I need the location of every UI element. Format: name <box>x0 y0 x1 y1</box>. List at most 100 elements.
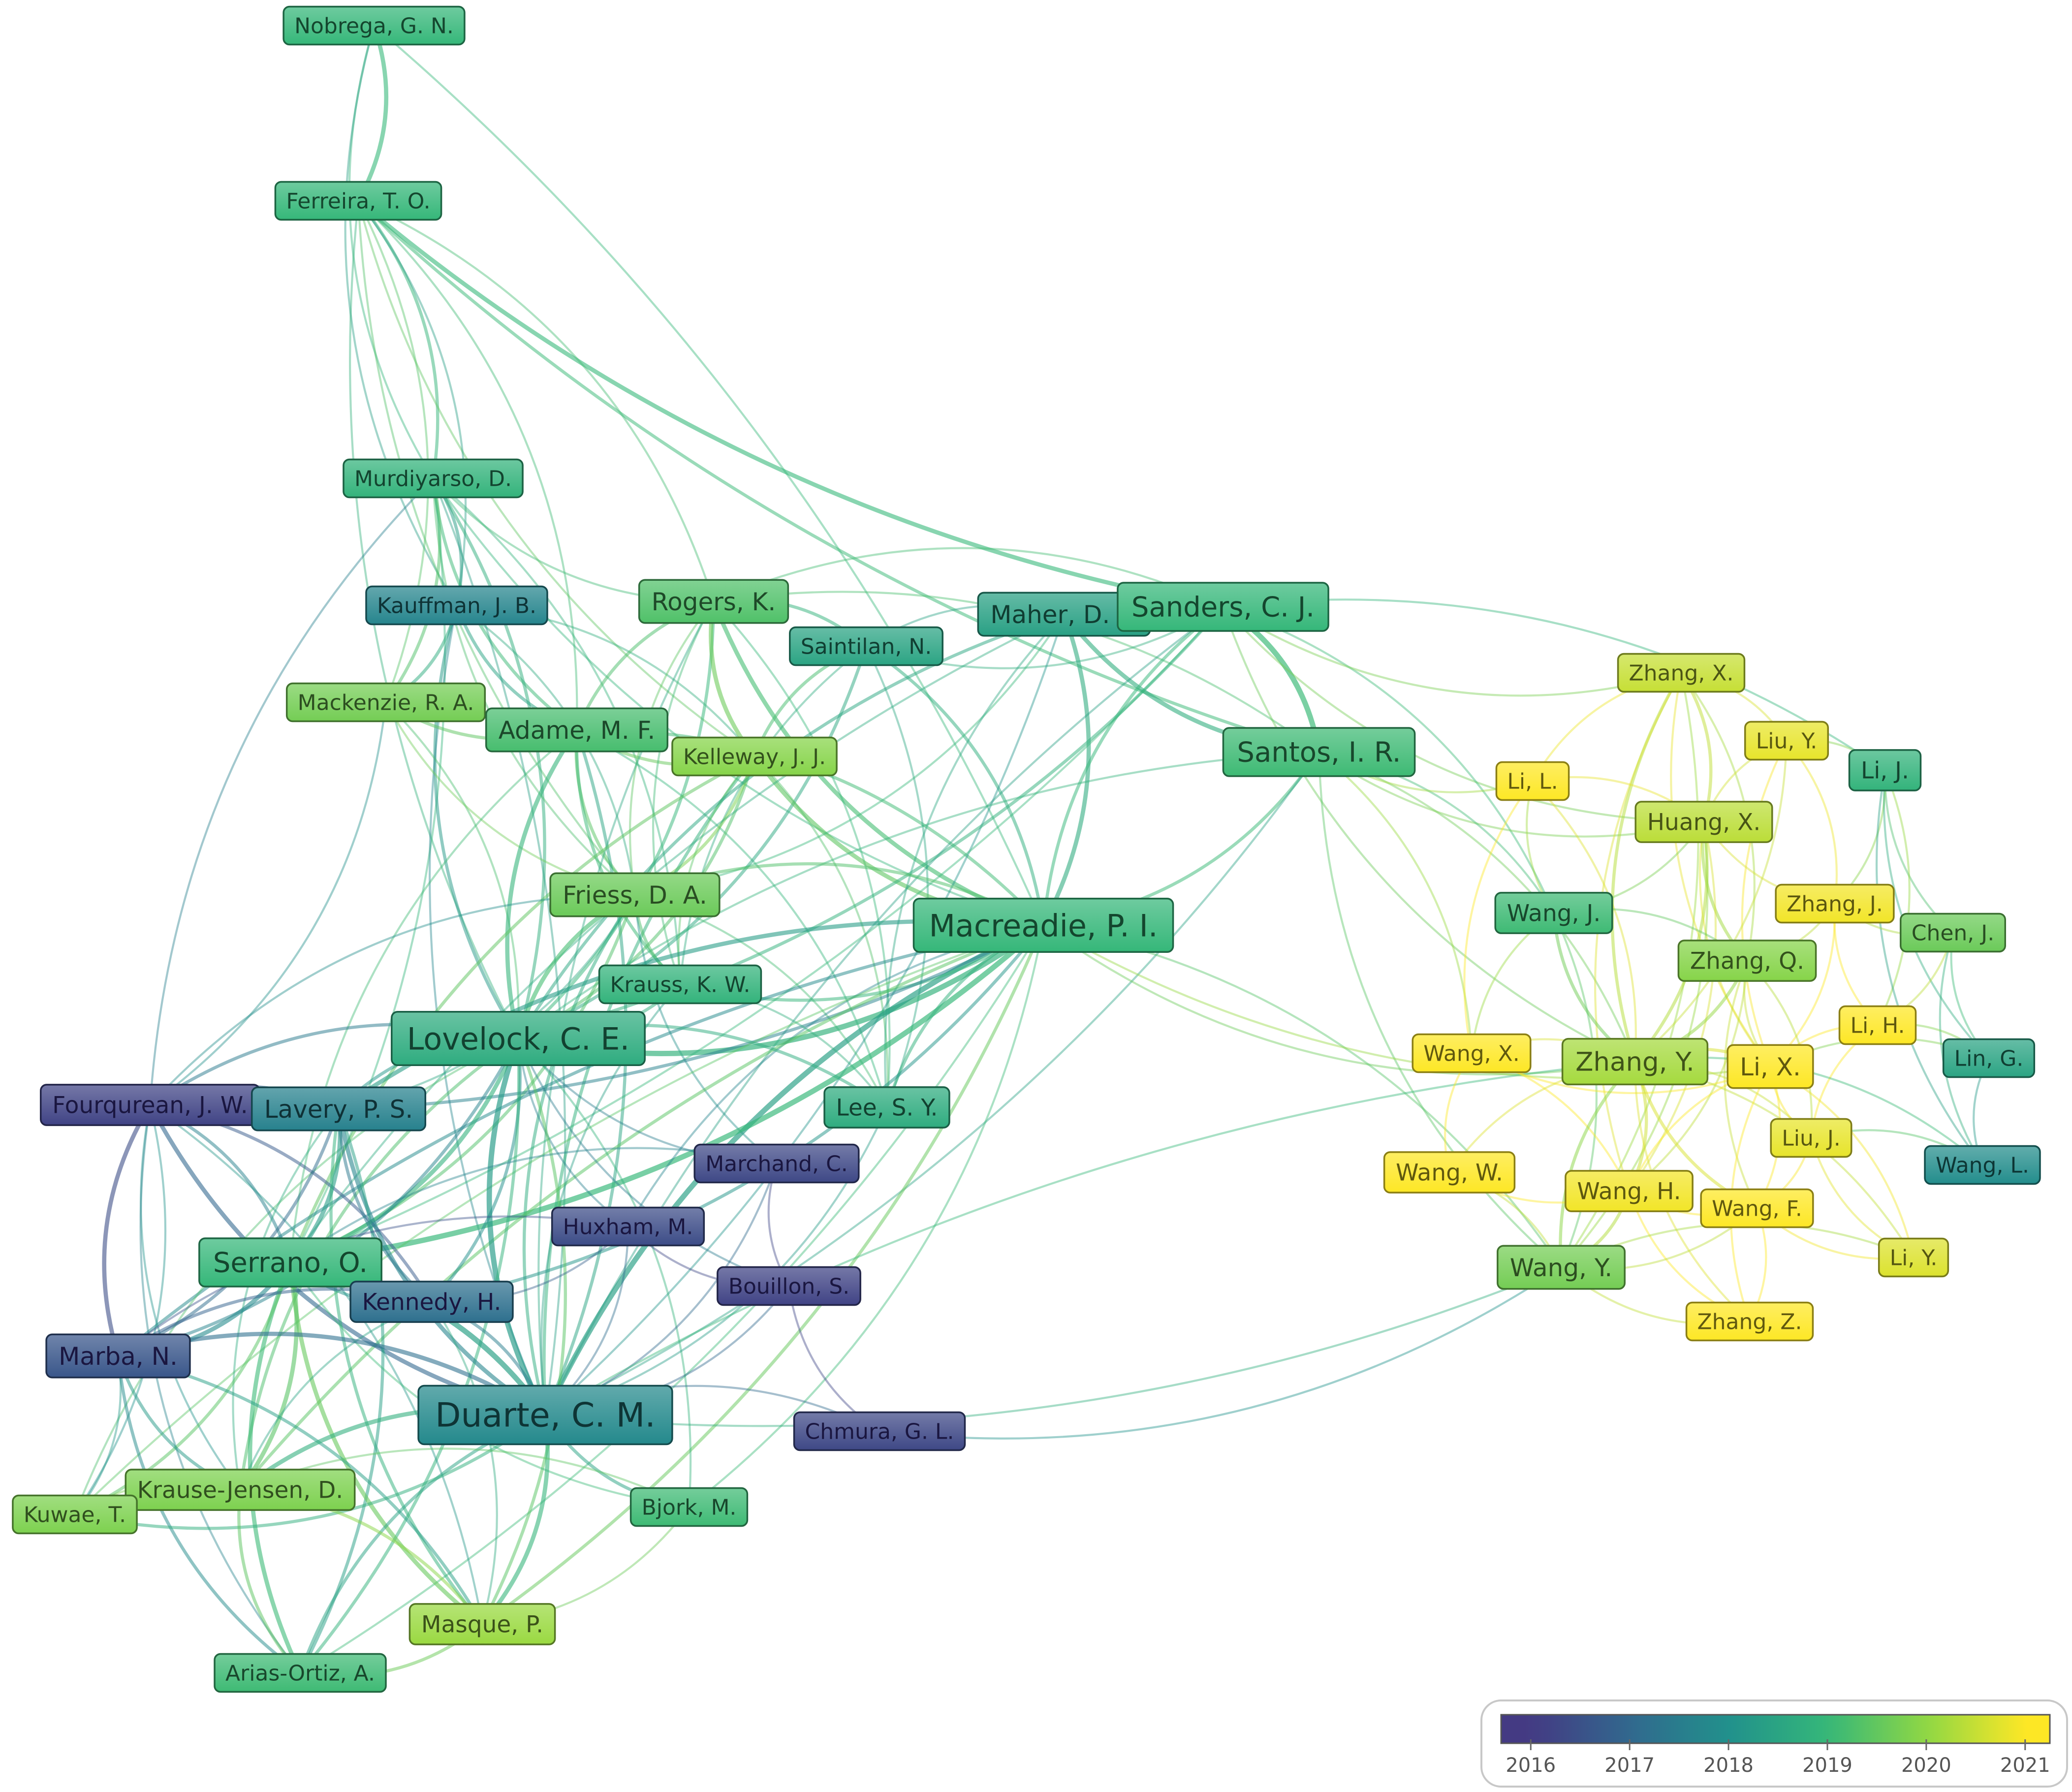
author-node-maher[interactable]: Maher, D. T. <box>977 592 1151 637</box>
author-node-li-h[interactable]: Li, H. <box>1838 1005 1917 1045</box>
legend-tick-label: 2020 <box>1901 1754 1951 1777</box>
author-node-krauss[interactable]: Krauss, K. W. <box>598 964 762 1005</box>
edge-ferreira-kauffman <box>357 199 467 607</box>
edge-fourqurean-kuwae <box>73 1103 167 1516</box>
edge-liu_y-zhang_j <box>1785 739 1838 905</box>
author-node-label: Sanders, C. J. <box>1131 592 1315 624</box>
author-node-lee[interactable]: Lee, S. Y. <box>823 1086 950 1129</box>
author-node-li-j[interactable]: Li, J. <box>1848 749 1922 791</box>
author-node-chmura[interactable]: Chmura, G. L. <box>793 1411 966 1451</box>
edge-wang_j-wang_y <box>1552 912 1598 1269</box>
author-node-marba[interactable]: Marba, N. <box>45 1333 191 1379</box>
author-node-label: Wang, H. <box>1577 1178 1681 1205</box>
author-node-box <box>391 1011 646 1066</box>
author-node-zhang-z[interactable]: Zhang, Z. <box>1685 1301 1814 1342</box>
edge-liu_y-li_x <box>1741 739 1788 1068</box>
author-node-mackenzie[interactable]: Mackenzie, R. A. <box>285 682 486 723</box>
author-node-huang-x[interactable]: Huang, X. <box>1634 801 1773 843</box>
author-node-li-x[interactable]: Li, X. <box>1727 1044 1814 1089</box>
edge-sanders-serrano <box>289 605 1224 1264</box>
author-node-label: Friess, D. A. <box>563 881 707 910</box>
author-node-adame[interactable]: Adame, M. F. <box>485 707 669 753</box>
legend-tick-label: 2019 <box>1802 1754 1852 1777</box>
edge-lovelock-kuwae <box>73 1037 520 1516</box>
edge-lavery-kennedy <box>337 1107 434 1304</box>
author-node-label: Chmura, G. L. <box>805 1419 954 1445</box>
author-node-liu-y[interactable]: Liu, Y. <box>1744 721 1829 761</box>
author-node-label: Liu, Y. <box>1756 729 1818 754</box>
author-node-friess[interactable]: Friess, D. A. <box>549 872 721 917</box>
author-node-bjork[interactable]: Bjork, M. <box>629 1487 749 1527</box>
edge-li_j-wang_l <box>1875 769 1984 1166</box>
author-node-liu-j[interactable]: Liu, J. <box>1770 1118 1852 1158</box>
author-node-zhang-x[interactable]: Zhang, X. <box>1617 653 1746 693</box>
author-node-kennedy[interactable]: Kennedy, H. <box>349 1281 514 1323</box>
author-node-wang-x[interactable]: Wang, X. <box>1412 1033 1532 1073</box>
author-node-zhang-q[interactable]: Zhang, Q. <box>1677 940 1817 982</box>
edge-macreadie-krause_jensen <box>238 923 1045 1492</box>
edge-kennedy-masque <box>430 1300 498 1626</box>
author-node-box <box>789 626 943 666</box>
author-node-duarte[interactable]: Duarte, C. M. <box>417 1384 673 1446</box>
edge-macreadie-zhang_y <box>1042 924 1636 1076</box>
edge-sanders-macreadie <box>1041 605 1225 927</box>
author-node-label: Lee, S. Y. <box>836 1095 938 1122</box>
author-node-arias-ortiz[interactable]: Arias-Ortiz, A. <box>214 1653 387 1693</box>
author-node-wang-f[interactable]: Wang, F. <box>1700 1188 1814 1228</box>
author-node-chen-j[interactable]: Chen, J. <box>1899 912 2007 953</box>
author-node-bouillon[interactable]: Bouillon, S. <box>717 1266 861 1306</box>
author-node-box <box>1899 912 2007 953</box>
author-node-murdiyarso[interactable]: Murdiyarso, D. <box>343 458 524 499</box>
author-node-saintilan[interactable]: Saintilan, N. <box>789 626 943 666</box>
edge-serrano-kuwae <box>73 1260 292 1516</box>
author-node-kelleway[interactable]: Kelleway, J. J. <box>671 736 838 777</box>
author-node-marchand[interactable]: Marchand, C. <box>693 1143 860 1184</box>
author-node-box <box>1412 1033 1532 1073</box>
author-node-label: Li, X. <box>1740 1053 1801 1081</box>
author-node-box <box>251 1086 427 1132</box>
author-node-wang-l[interactable]: Wang, L. <box>1924 1145 2041 1185</box>
author-node-lovelock[interactable]: Lovelock, C. E. <box>391 1011 646 1066</box>
author-node-ferreira[interactable]: Ferreira, T. O. <box>274 181 442 221</box>
legend-tick-2016: 2016 <box>1506 1739 1556 1777</box>
author-node-wang-j[interactable]: Wang, J. <box>1494 892 1613 934</box>
author-node-fourqurean[interactable]: Fourqurean, J. W. <box>40 1084 260 1126</box>
author-node-box <box>1848 749 1922 791</box>
author-node-box <box>1770 1118 1852 1158</box>
edge-zhang_q-wang_f <box>1724 959 1758 1210</box>
author-node-zhang-y[interactable]: Zhang, Y. <box>1561 1037 1709 1086</box>
author-node-lavery[interactable]: Lavery, P. S. <box>251 1086 427 1132</box>
author-node-nobrega[interactable]: Nobrega, G. N. <box>283 5 466 46</box>
author-node-kauffman[interactable]: Kauffman, J. B. <box>365 585 548 626</box>
author-node-macreadie[interactable]: Macreadie, P. I. <box>912 898 1174 953</box>
author-node-wang-y[interactable]: Wang, Y. <box>1497 1245 1626 1290</box>
author-node-krause-jensen[interactable]: Krause-Jensen, D. <box>125 1469 356 1511</box>
author-node-lin-g[interactable]: Lin, G. <box>1942 1038 2036 1078</box>
author-node-li-y[interactable]: Li, Y. <box>1878 1237 1949 1278</box>
author-node-huxham[interactable]: Huxham, M. <box>551 1206 705 1247</box>
author-node-label: Murdiyarso, D. <box>354 467 512 492</box>
author-node-label: Kennedy, H. <box>362 1289 502 1316</box>
author-node-zhang-j[interactable]: Zhang, J. <box>1775 883 1895 924</box>
author-node-sanders[interactable]: Sanders, C. J. <box>1117 582 1329 632</box>
author-node-wang-h[interactable]: Wang, H. <box>1565 1170 1694 1212</box>
edge-ferreira-rogers <box>357 199 715 603</box>
edge-ferreira-adame <box>357 199 578 731</box>
author-node-rogers[interactable]: Rogers, K. <box>638 579 789 624</box>
author-node-serrano[interactable]: Serrano, O. <box>198 1237 382 1288</box>
author-node-masque[interactable]: Masque, P. <box>408 1603 556 1645</box>
author-node-santos[interactable]: Santos, I. R. <box>1222 727 1416 777</box>
author-node-box <box>45 1333 191 1379</box>
edge-fourqurean-masque <box>149 1103 484 1626</box>
edge-rogers-kelleway <box>709 599 757 759</box>
author-node-label: Arias-Ortiz, A. <box>225 1661 375 1686</box>
author-node-li-l[interactable]: Li, L. <box>1495 761 1570 801</box>
edge-saintilan-lee <box>865 645 929 1109</box>
edge-li_j-li_h <box>1876 769 1911 1027</box>
edge-rogers-lee <box>712 600 891 1109</box>
author-node-kuwae[interactable]: Kuwae, T. <box>12 1494 138 1535</box>
edge-fourqurean-krause_jensen <box>140 1103 242 1491</box>
author-node-label: Serrano, O. <box>213 1247 368 1279</box>
author-node-wang-w[interactable]: Wang, W. <box>1383 1151 1516 1194</box>
author-node-label: Kauffman, J. B. <box>377 594 536 619</box>
